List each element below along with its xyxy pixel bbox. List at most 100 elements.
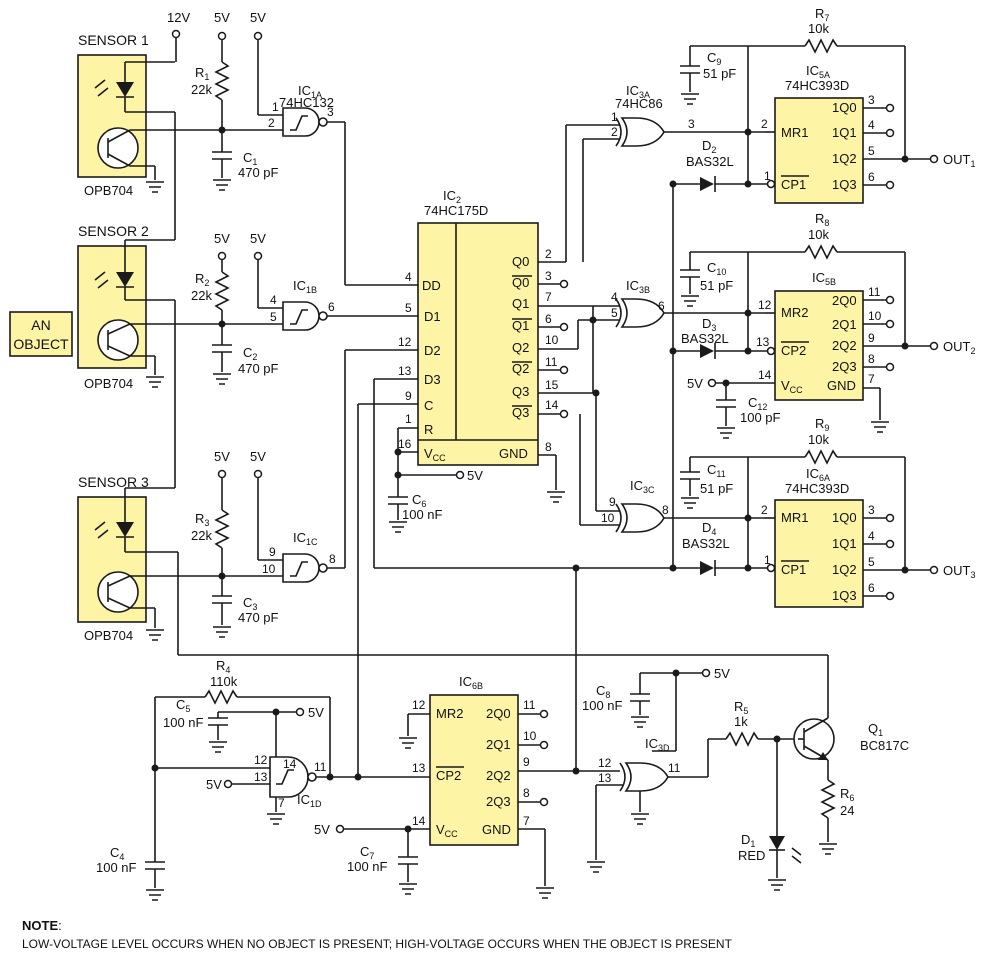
svg-text:2: 2: [761, 117, 768, 131]
c2-value: 470 pF: [238, 361, 279, 376]
ic3d-supply-5v: 5V: [714, 666, 730, 681]
svg-text:5: 5: [868, 555, 875, 569]
d4-diode: [700, 561, 714, 575]
ic6b-pin-cp2: CP2: [436, 768, 461, 783]
ic2-pin-d3: D3: [424, 372, 441, 387]
c3-value: 470 pF: [238, 610, 279, 625]
r5-label: R5: [734, 699, 748, 716]
ic2-pin-nq1: Q1: [512, 318, 529, 333]
r2-value: 22k: [191, 288, 212, 303]
r4-value: 110k: [210, 674, 238, 689]
r6-label: R6: [840, 786, 854, 803]
svg-text:7: 7: [523, 814, 530, 828]
svg-text:5: 5: [868, 144, 875, 158]
sensor-1: SENSOR 1 OPB704: [77, 32, 220, 198]
svg-text:4: 4: [868, 529, 875, 543]
ic1c-pin9: 9: [269, 545, 276, 559]
ic5b-counter: IC5B MR2 CP2 VCC GND 2Q0 2Q1 2Q2 2Q3 12 …: [669, 211, 975, 439]
svg-text:12: 12: [412, 698, 426, 712]
ic5b-pin-gnd: GND: [827, 378, 856, 393]
svg-text:2: 2: [761, 503, 768, 517]
ic2-pin-q2: Q2: [512, 340, 529, 355]
sensor-3-transistor: [97, 571, 139, 613]
ic3b-gate: [620, 298, 665, 328]
ic6b-pin-2q2: 2Q2: [486, 768, 511, 783]
svg-text:3: 3: [688, 117, 695, 131]
svg-text:3: 3: [545, 269, 552, 283]
ic2-pin-vcc: VCC: [424, 446, 446, 463]
ic5b-supply-5v: 5V: [687, 376, 703, 391]
ic2-pin-nq0: Q0: [512, 275, 529, 290]
ic5a-part: 74HC393D: [785, 78, 849, 93]
d1-value: RED: [738, 848, 765, 863]
ic6a-pin-1q3: 1Q3: [832, 588, 857, 603]
note: NOTE: LOW-VOLTAGE LEVEL OCCURS WHEN NO O…: [22, 918, 733, 951]
ic5a-pin-cp1: CP1: [781, 177, 806, 192]
svg-text:14: 14: [758, 368, 772, 382]
d3-diode: [700, 344, 714, 358]
ic6a-body: [774, 499, 864, 608]
r5-value: 1k: [734, 714, 748, 729]
ic3c-label: IC3C: [630, 478, 655, 495]
ic6b-counter: IC6B MR2 CP2 VCC GND 2Q0 2Q1 2Q2 2Q3 12 …: [314, 674, 620, 899]
svg-text:8: 8: [868, 352, 875, 366]
ic5b-pin-mr2: MR2: [781, 305, 808, 320]
svg-text:10: 10: [523, 729, 537, 743]
ic6b-body: [429, 694, 519, 846]
c1-label: C1: [243, 150, 257, 167]
supply-5v-ic1c: 5V: [250, 449, 266, 464]
ic1a-pin2: 2: [268, 116, 275, 130]
d2-part: BAS32L: [686, 154, 734, 169]
ic6a-part: 74HC393D: [785, 481, 849, 496]
ic1a-label: IC1A: [298, 83, 322, 100]
ic2-pin-d2: D2: [424, 343, 441, 358]
r9-label: R9: [815, 416, 829, 433]
ic6b-pin-2q0: 2Q0: [486, 706, 511, 721]
ic6a-label: IC6A: [806, 466, 830, 483]
ic3a-label: IC3A: [626, 83, 650, 100]
svg-text:12: 12: [598, 756, 612, 770]
c8-value: 100 nF: [582, 698, 623, 713]
ic1c-pin10: 10: [262, 562, 276, 576]
supply-5v-ic1b: 5V: [250, 231, 266, 246]
led-chain-wiring: 12V: [124, 10, 829, 712]
svg-text:11: 11: [314, 760, 327, 774]
d2-diode: [700, 177, 714, 191]
ic2-label: IC2: [443, 188, 461, 205]
ic2-pin-nq2: Q2: [512, 361, 529, 376]
sensor-3-part: OPB704: [84, 628, 133, 643]
input-stage-2: 5V R2 22k C2 470 pF 5V 4 5 IC1B 6: [191, 231, 418, 385]
input-stage-3: 5V R3 22k C3 470 pF 5V 9 10 IC1C 8: [191, 349, 418, 638]
svg-text:12: 12: [254, 753, 268, 767]
sensor-1-transistor: [97, 127, 139, 169]
c12-value: 100 pF: [740, 410, 781, 425]
c2-label: C2: [243, 345, 257, 362]
ic6a-pin-1q2: 1Q2: [832, 562, 857, 577]
svg-text:11: 11: [545, 355, 558, 369]
svg-text:6: 6: [868, 581, 875, 595]
ic5b-pin-2q2: 2Q2: [832, 338, 857, 353]
r3-value: 22k: [191, 528, 212, 543]
ic6b-pin-mr2: MR2: [436, 706, 463, 721]
c6-label: C6: [412, 492, 426, 509]
svg-text:8: 8: [662, 503, 669, 517]
r3-label: R3: [195, 511, 209, 528]
ic5a-label: IC5A: [806, 63, 830, 80]
svg-text:5: 5: [405, 301, 412, 315]
svg-text:12: 12: [758, 298, 772, 312]
ic5a-pin-1q2: 1Q2: [832, 151, 857, 166]
ic1c-gate: [282, 553, 320, 583]
q1-part: BC817C: [860, 738, 909, 753]
svg-text:10: 10: [601, 511, 615, 525]
out2-label: OUT2: [943, 339, 975, 356]
svg-text:5: 5: [611, 306, 618, 320]
ic6a-counter: IC6A 74HC393D MR1 CP1 1Q0 1Q1 1Q2 1Q3 2 …: [374, 416, 975, 608]
c11-value: 51 pF: [700, 481, 733, 496]
svg-text:14: 14: [412, 814, 426, 828]
sensor-3-label: SENSOR 3: [78, 474, 149, 490]
ic5a-pin-1q0: 1Q0: [832, 100, 857, 115]
ic5a-pin-mr1: MR1: [781, 125, 808, 140]
sensor-2-part: OPB704: [84, 376, 133, 391]
svg-text:11: 11: [668, 761, 681, 775]
svg-text:2: 2: [611, 125, 618, 139]
